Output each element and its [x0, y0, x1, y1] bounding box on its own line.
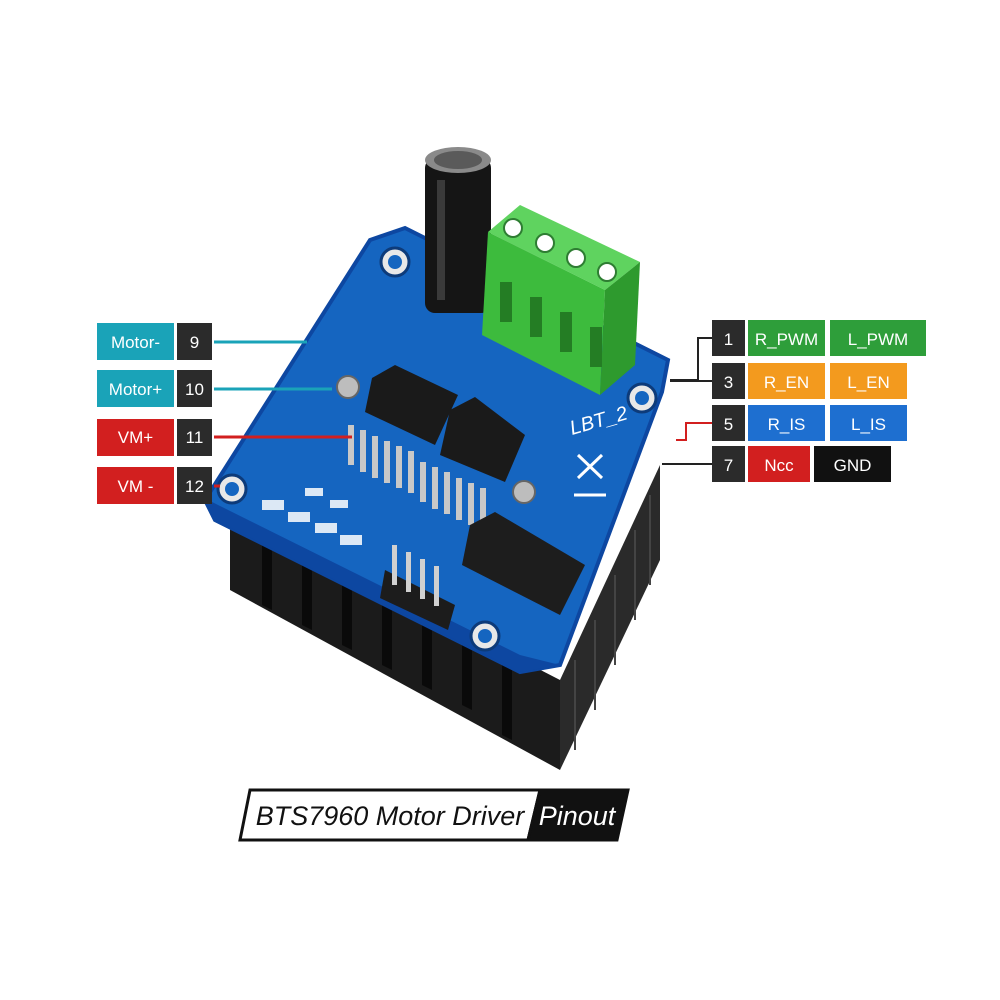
pin-label-right: GND	[834, 456, 872, 475]
pin-label-box	[97, 467, 174, 504]
right-pin-labels: 1 R_PWM L_PWM 3 R_EN L_EN 5 R_IS L_IS 7	[662, 320, 926, 482]
silkscreen-marks	[262, 488, 362, 545]
pin-label-box-left	[748, 446, 810, 482]
pin-number-box	[712, 363, 745, 399]
pin-number: 10	[185, 380, 204, 399]
pin-number-box	[177, 467, 212, 504]
pin-number: 12	[185, 477, 204, 496]
right-pin-pwm: 1 R_PWM L_PWM	[712, 320, 926, 356]
pin-number-box	[712, 446, 745, 482]
pin-label-box	[97, 370, 174, 407]
pin-label-box-right	[830, 363, 907, 399]
left-pin-motor-minus: Motor- 9	[97, 323, 307, 360]
pin-label-box-left	[748, 405, 825, 441]
right-pin-power: 7 Ncc GND	[712, 446, 891, 482]
connector-line-pwm	[670, 337, 712, 381]
bts7960-chip-1	[348, 365, 458, 493]
pin-number: 7	[724, 456, 733, 475]
right-pin-en: 3 R_EN L_EN	[712, 363, 907, 399]
left-pin-motor-plus: Motor+ 10	[97, 370, 332, 407]
pin-label: VM -	[118, 477, 154, 496]
pin-label: Motor+	[109, 380, 162, 399]
pin-label-left: Ncc	[764, 456, 794, 475]
pin-label-left: R_EN	[764, 373, 809, 392]
connector-line-is	[676, 422, 712, 441]
pin-number: 11	[186, 428, 204, 447]
silkscreen-logo	[574, 453, 606, 497]
pin-label: Motor-	[111, 333, 160, 352]
logic-ic	[462, 512, 585, 615]
bts7960-chip-2	[420, 397, 525, 530]
pin-label: VM+	[118, 428, 154, 447]
pin-label-box-right	[830, 320, 926, 356]
pin-number-box	[177, 323, 212, 360]
left-pin-vm-minus: VM - 12	[97, 467, 220, 504]
pin-label-left: R_IS	[768, 415, 806, 434]
pin-label-left: R_PWM	[755, 330, 818, 349]
pin-label-box-right	[830, 405, 907, 441]
pin-label-right: L_IS	[851, 415, 886, 434]
header-pins	[380, 545, 455, 630]
capacitor	[425, 147, 491, 313]
screws	[336, 375, 536, 504]
pin-label-right: L_EN	[847, 373, 890, 392]
pin-number-box	[177, 370, 212, 407]
title-main: BTS7960 Motor Driver	[256, 801, 526, 831]
pin-label-box-left	[748, 363, 825, 399]
pin-number: 3	[724, 373, 733, 392]
bts7960-board: LBT_2	[202, 147, 671, 770]
left-pin-vm-plus: VM+ 11	[97, 419, 352, 456]
pin-label-right: L_PWM	[848, 330, 908, 349]
left-pin-labels: Motor- 9 Motor+ 10 VM+ 11 VM - 12	[97, 323, 352, 504]
pin-number: 1	[724, 330, 733, 349]
right-pin-is: 5 R_IS L_IS	[712, 405, 907, 441]
pin-number-box	[712, 405, 745, 441]
pin-number: 5	[724, 415, 733, 434]
pin-label-box-left	[748, 320, 825, 356]
title-banner: BTS7960 Motor Driver Pinout	[238, 788, 630, 842]
pin-label-box	[97, 419, 174, 456]
title-tag: Pinout	[539, 801, 617, 831]
pin-label-box-right	[814, 446, 891, 482]
pin-number-box	[712, 320, 745, 356]
pin-label-box	[97, 323, 174, 360]
pin-number-box	[177, 419, 212, 456]
screw-terminal	[482, 205, 640, 395]
pin-number: 9	[190, 333, 199, 352]
